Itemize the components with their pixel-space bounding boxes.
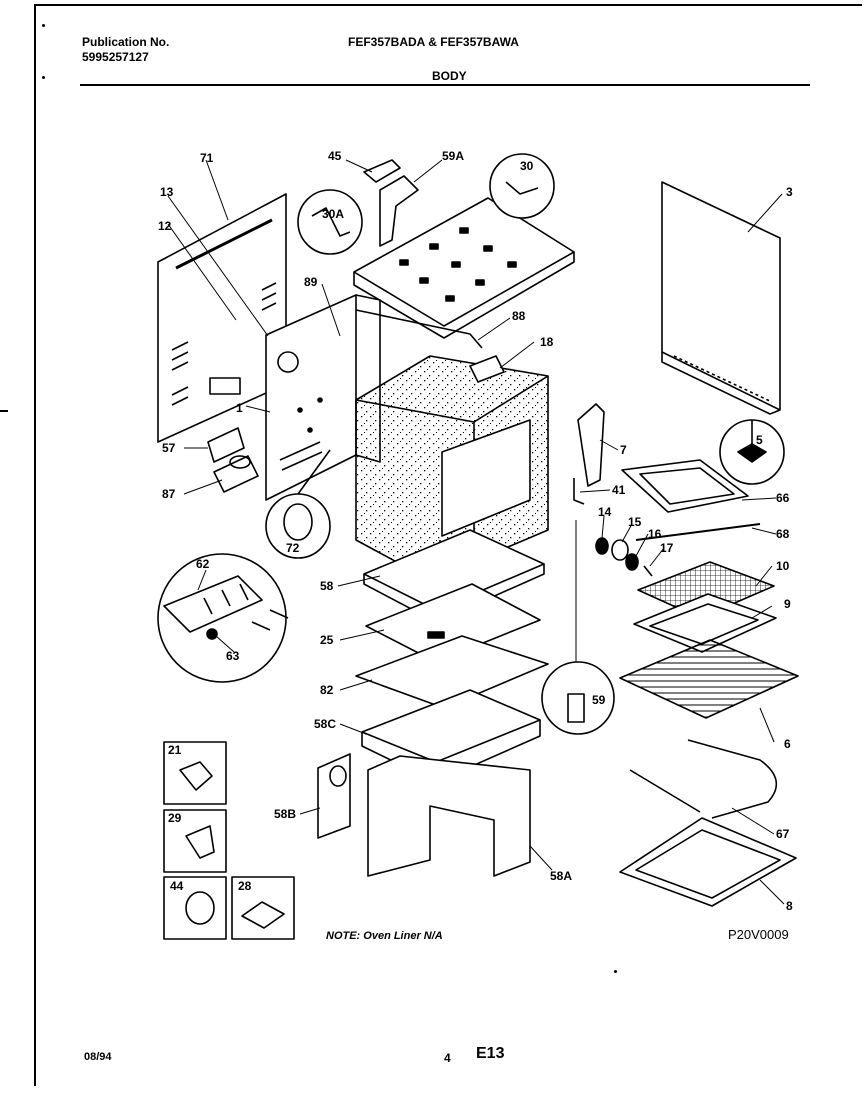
- plate-25: [365, 583, 541, 663]
- margin-mark: [42, 76, 45, 79]
- side-panel: [661, 181, 781, 415]
- publication-number: 5995257127: [82, 50, 149, 64]
- callout-62: 62: [196, 557, 210, 571]
- callout-57: 57: [162, 441, 176, 455]
- clip-30: [505, 181, 539, 195]
- wire-88: [355, 309, 483, 349]
- callout-15: 15: [628, 515, 642, 529]
- box-part-29: [163, 809, 227, 873]
- footer-page-number: 4: [444, 1051, 451, 1065]
- callout-17: 17: [660, 541, 674, 555]
- rod-68: [635, 523, 761, 541]
- callout-63: 63: [226, 649, 240, 663]
- callout-14: 14: [598, 505, 612, 519]
- callout-68: 68: [776, 527, 790, 541]
- part-15: [611, 539, 629, 561]
- callout-30: 30: [520, 159, 534, 173]
- element-41: [573, 478, 585, 505]
- callout-58a: 58A: [550, 869, 572, 883]
- callout-12: 12: [158, 219, 172, 233]
- clip-30a: [311, 207, 351, 237]
- margin-mark: [42, 24, 45, 27]
- callout-66: 66: [776, 491, 790, 505]
- callout-58b: 58B: [274, 807, 296, 821]
- callout-6: 6: [784, 737, 791, 751]
- callout-58c: 58C: [314, 717, 336, 731]
- plate-87: [213, 455, 259, 493]
- inset-30a: [297, 189, 363, 255]
- drawing-code: P20V0009: [728, 927, 789, 942]
- callout-18: 18: [540, 335, 554, 349]
- footer-page-code: E13: [476, 1045, 505, 1062]
- box-part-44: [163, 876, 227, 940]
- callout-88: 88: [512, 309, 526, 323]
- callout-25: 25: [320, 633, 334, 647]
- callout-82: 82: [320, 683, 334, 697]
- page-border: [34, 4, 862, 1086]
- callout-30a: 30A: [322, 207, 344, 221]
- callout-5: 5: [756, 433, 763, 447]
- footer-note: NOTE: Oven Liner N/A: [326, 930, 443, 942]
- element-7: [577, 403, 605, 487]
- callout-28: 28: [238, 879, 252, 893]
- part-14: [595, 537, 609, 555]
- back-panel: [157, 193, 287, 443]
- broiler-pan: [633, 593, 777, 653]
- callout-10: 10: [776, 559, 790, 573]
- callout-87: 87: [162, 487, 176, 501]
- margin-tick: [0, 410, 8, 412]
- callout-44: 44: [170, 879, 184, 893]
- box-part-21: [163, 741, 227, 805]
- callout-41: 41: [612, 483, 626, 497]
- broiler-drawer: [619, 817, 797, 907]
- callout-9: 9: [784, 597, 791, 611]
- top-panel: [353, 197, 575, 339]
- callout-1: 1: [236, 401, 243, 415]
- section-title: BODY: [432, 69, 467, 83]
- callout-7: 7: [620, 443, 627, 457]
- model-title: FEF357BADA & FEF357BAWA: [348, 35, 519, 49]
- plate-82: [355, 635, 549, 709]
- part-18: [469, 355, 505, 383]
- inset-30: [489, 153, 555, 219]
- drawer-housing: [317, 753, 531, 877]
- header-rule: [80, 84, 810, 86]
- box-part-28: [231, 876, 295, 940]
- callout-13: 13: [160, 185, 174, 199]
- publication-label: Publication No.: [82, 35, 170, 49]
- stray-mark: [614, 970, 617, 973]
- plate-58c: [361, 689, 541, 763]
- callout-45: 45: [328, 149, 342, 163]
- bracket-45: [363, 159, 401, 183]
- wire-67: [629, 739, 778, 819]
- callout-59: 59: [592, 693, 606, 707]
- callout-8: 8: [786, 899, 793, 913]
- part-16: [625, 553, 639, 571]
- callout-71: 71: [200, 151, 214, 165]
- callout-3: 3: [786, 185, 793, 199]
- callout-67: 67: [776, 827, 790, 841]
- oven-cavity: [355, 355, 549, 593]
- oven-rack: [619, 639, 799, 719]
- part-17: [643, 565, 653, 577]
- callout-29: 29: [168, 811, 182, 825]
- callout-72: 72: [286, 541, 300, 555]
- bracket-59a: [379, 175, 419, 247]
- callout-21: 21: [168, 743, 182, 757]
- leveling-leg: [719, 419, 785, 485]
- footer-date: 08/94: [84, 1051, 112, 1063]
- callout-16: 16: [648, 527, 662, 541]
- callout-59a: 59A: [442, 149, 464, 163]
- plate-57: [207, 427, 245, 463]
- callout-58: 58: [320, 579, 334, 593]
- callout-89: 89: [304, 275, 318, 289]
